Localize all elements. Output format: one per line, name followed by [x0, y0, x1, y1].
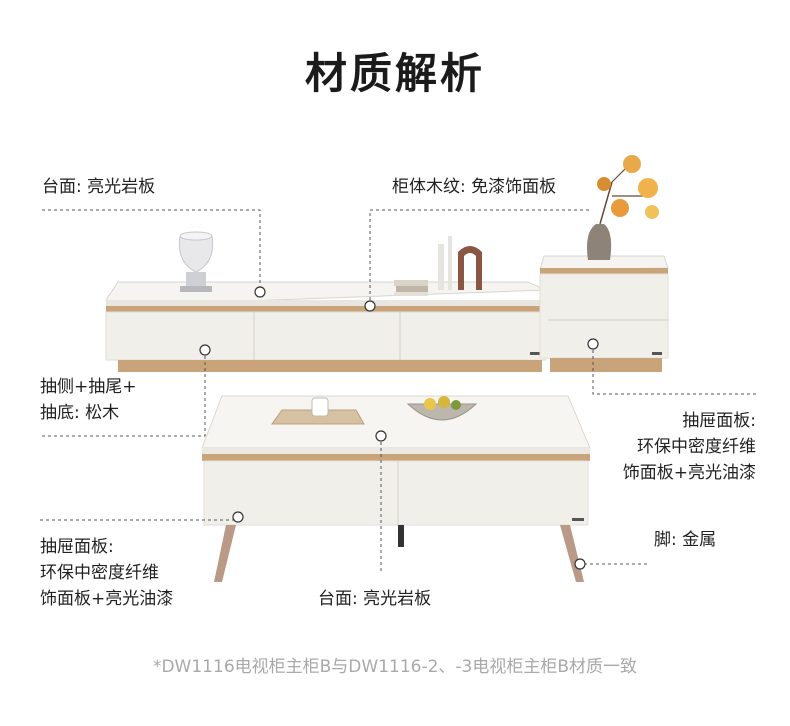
leader-tv-top [42, 209, 261, 292]
page-title: 材质解析 [304, 49, 485, 98]
coffee-table-body [203, 460, 589, 526]
marker-dot-cabinet-wood [364, 300, 376, 312]
tv-cabinet-wood-strip [106, 306, 546, 312]
marker-dot-legs [574, 558, 586, 570]
marker-dot-drawer-wood [199, 344, 211, 356]
tv-cabinet-base [118, 360, 542, 372]
metal-leg [214, 525, 236, 582]
label-drawer-wood-line2: 抽底: 松木 [40, 403, 120, 423]
label-drawer-panel-left-line1: 抽屉面板: [40, 537, 114, 557]
cup [311, 397, 329, 417]
coffee-table-top [201, 395, 591, 449]
label-coffee-top: 台面: 亮光岩板 [318, 589, 432, 609]
label-drawer-wood: 抽侧+抽尾+ 抽底: 松木 [40, 374, 137, 426]
marker-dot-tv-top [254, 286, 266, 298]
metal-leg [560, 525, 584, 582]
label-cabinet-wood: 柜体木纹: 免漆饰面板 [392, 177, 557, 197]
brand-tag [652, 352, 662, 355]
label-drawer-wood-line1: 抽侧+抽尾+ [40, 377, 137, 397]
fruit [438, 396, 450, 408]
brand-tag [572, 518, 584, 521]
label-drawer-panel-right: 抽屉面板: 环保中密度纤维 饰面板+亮光油漆 [560, 408, 756, 486]
label-legs: 脚: 金属 [654, 530, 717, 550]
tv-cabinet-main [105, 281, 547, 372]
books [394, 280, 428, 296]
fruit [424, 398, 436, 410]
label-drawer-panel-left-line3: 饰面板+亮光油漆 [40, 589, 174, 609]
fruit [451, 400, 461, 410]
tv-cabinet-body [105, 311, 547, 361]
side-cabinet-base [550, 358, 662, 372]
brand-tag [530, 352, 540, 355]
leader-cabinet-wood [369, 209, 592, 306]
label-drawer-panel-right-line1: 抽屉面板: [682, 411, 756, 431]
center-support [398, 525, 404, 547]
leader-drawer-wood [42, 350, 206, 437]
coffee-table-wood-strip [202, 454, 590, 461]
side-cabinet-wood-strip [540, 268, 668, 274]
label-drawer-panel-left-line2: 环保中密度纤维 [40, 563, 159, 583]
label-drawer-panel-right-line3: 饰面板+亮光油漆 [622, 463, 756, 483]
leader-drawer-panel-right [592, 344, 756, 395]
table-lamp [178, 231, 214, 292]
flower-vase [587, 155, 659, 260]
side-cabinet-body [539, 273, 669, 359]
marker-dot-drawer-panel-right [587, 338, 599, 350]
marker-dot-drawer-panel-left [232, 511, 244, 523]
side-cabinet [539, 255, 669, 372]
coffee-table-top-edge [202, 448, 590, 454]
tray [271, 409, 365, 425]
label-drawer-panel-left: 抽屉面板: 环保中密度纤维 饰面板+亮光油漆 [40, 534, 173, 612]
tv-cabinet-top-edge [106, 300, 546, 308]
footnote: *DW1116电视柜主柜B与DW1116-2、-3电视柜主柜B材质一致 [152, 657, 638, 677]
sculpture [438, 236, 482, 290]
marker-dot-coffee-top [375, 430, 387, 442]
label-tv-top: 台面: 亮光岩板 [42, 177, 156, 197]
coffee-table [201, 395, 591, 582]
label-drawer-panel-right-line2: 环保中密度纤维 [637, 437, 756, 457]
